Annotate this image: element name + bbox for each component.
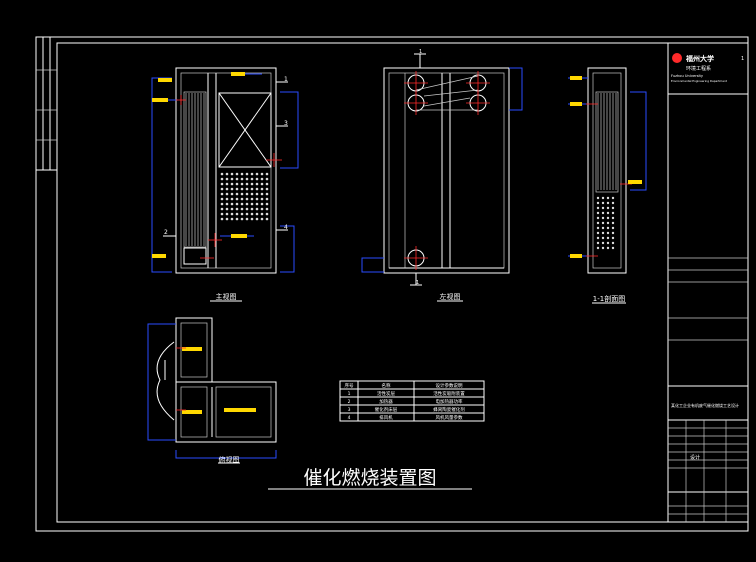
corner-mark: 1 <box>741 56 744 62</box>
table-cell: 电加热器功率 <box>436 398 463 405</box>
binding-strip <box>36 37 57 171</box>
top-view <box>147 317 277 459</box>
parts-table <box>339 380 485 422</box>
front-label-3: 3 <box>284 120 288 127</box>
inner-border <box>56 42 749 523</box>
english-name-1: Fuzhou University <box>671 74 704 78</box>
table-cell: 风机风量参数 <box>436 414 463 421</box>
left-section-mark-top: 1 <box>419 49 422 55</box>
table-cell: 催化剂床层 <box>375 406 398 413</box>
table-cell: 加热器 <box>379 398 393 405</box>
title-block-label: 设计 <box>690 454 700 461</box>
table-cell: 蜂窝陶瓷催化剂 <box>433 406 465 413</box>
section-view <box>568 67 647 274</box>
table-cell: 3 <box>348 407 351 413</box>
title-block <box>667 43 748 522</box>
front-view-caption: 主视图 <box>216 292 237 301</box>
front-label-2: 2 <box>164 229 168 236</box>
table-cell: 活性炭吸附装置 <box>433 390 465 397</box>
school-name: 福州大学 <box>685 54 714 63</box>
table-header: 序号 <box>345 382 354 389</box>
table-cell: 2 <box>348 399 351 405</box>
table-cell: 活性炭层 <box>377 390 395 397</box>
english-name-2: Environmental Engineering Department <box>671 79 728 83</box>
drawing-title: 催化燃烧装置图 <box>303 467 436 489</box>
table-header: 设计参数说明 <box>436 382 463 389</box>
left-view-caption: 左视图 <box>440 292 461 301</box>
front-view <box>151 67 299 274</box>
project-name: 某化工企业有机废气催化燃烧工艺设计 <box>671 402 739 408</box>
front-label-1: 1 <box>284 76 288 83</box>
table-cell: 1 <box>348 391 351 397</box>
department-name: 环境工程系 <box>686 65 711 72</box>
table-header: 名称 <box>382 382 391 389</box>
section-view-caption: 1-1剖面图 <box>593 294 625 303</box>
top-view-caption: 俯视图 <box>219 455 240 464</box>
table-cell: 4 <box>348 415 351 421</box>
outer-border <box>35 36 749 532</box>
front-label-4: 4 <box>284 224 288 231</box>
table-cell: 排风机 <box>379 414 393 421</box>
left-section-mark-bottom: 1 <box>416 280 419 286</box>
left-view <box>361 53 523 286</box>
